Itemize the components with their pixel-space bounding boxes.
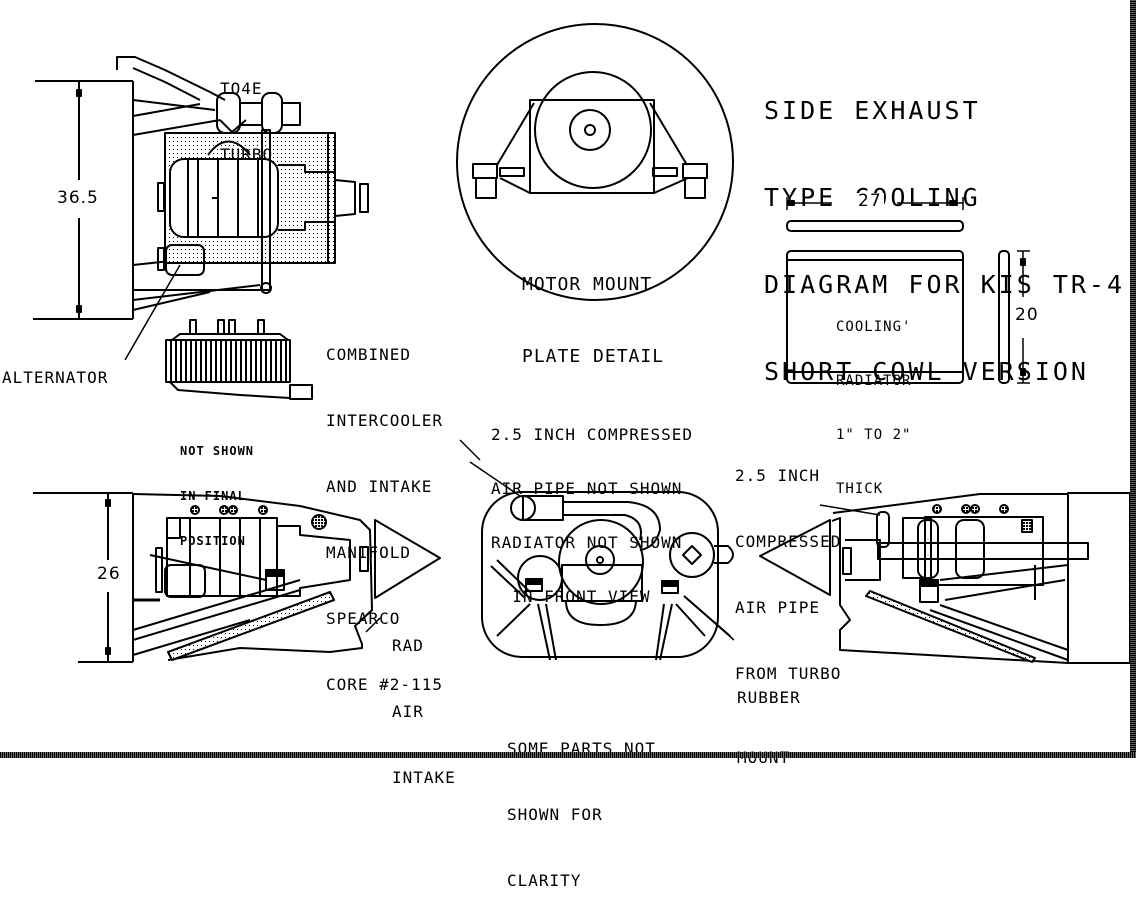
not-shown-line: POSITION: [180, 534, 246, 548]
turbo-label: TO4E TURBO: [220, 34, 273, 188]
turbo-label-line: TO4E: [220, 79, 263, 98]
radiator-label-line: COOLING': [836, 319, 912, 335]
rad-air-intake-label: RAD AIR INTAKE: [392, 591, 456, 811]
alternator-leader: [124, 264, 181, 361]
rad-air-intake-line: INTAKE: [392, 768, 456, 787]
intercooler-label-line: MANIFOLD: [326, 543, 412, 562]
intercooler-label-line: SPEARCO: [326, 609, 401, 628]
air-pipe-turbo-label: 2.5 INCH COMPRESSED AIR PIPE FROM TURBO: [735, 421, 841, 707]
intercooler-core: [165, 319, 313, 400]
radiator-label: COOLING' RADIATOR 1" TO 2" THICK: [836, 282, 911, 516]
radiator-label-line: 1" TO 2": [836, 427, 912, 443]
engine-installation-diagram: [33, 23, 1131, 664]
motor-mount-line: PLATE DETAIL: [522, 346, 665, 367]
not-shown-line: IN FINAL: [180, 489, 246, 503]
rad-air-intake-line: RAD: [392, 636, 424, 655]
top-view-engine: [33, 56, 369, 320]
intercooler-label-line: AND INTAKE: [326, 477, 433, 496]
dimension-26: 26: [95, 564, 123, 584]
not-shown-note: NOT SHOWN IN FINAL POSITION: [180, 414, 254, 564]
side-view-left: [33, 492, 441, 663]
title-line: DIAGRAM FOR KIS TR-4: [764, 270, 1126, 299]
motor-mount-label: MOTOR MOUNT PLATE DETAIL: [522, 225, 664, 393]
clarity-note: SOME PARTS NOT SHOWN FOR CLARITY: [507, 694, 656, 914]
intercooler-label-line: COMBINED: [326, 345, 412, 364]
air-pipe-turbo-line: 2.5 INCH: [735, 466, 821, 485]
motor-mount-line: MOTOR MOUNT: [522, 274, 653, 295]
not-shown-line: NOT SHOWN: [180, 444, 255, 458]
air-pipe-turbo-line: COMPRESSED: [735, 532, 842, 551]
clarity-note-line: SHOWN FOR: [507, 805, 603, 824]
air-pipe-note: 2.5 INCH COMPRESSED AIR PIPE NOT SHOWN R…: [491, 390, 693, 624]
title-line: SIDE EXHAUST: [764, 96, 981, 125]
dimension-27: 27: [856, 191, 884, 211]
intercooler-label: COMBINED INTERCOOLER AND INTAKE MANIFOLD…: [326, 300, 443, 718]
motor-mount-plate-detail: [456, 23, 734, 301]
radiator-label-line: THICK: [836, 481, 884, 497]
bottom-edge-border: [0, 752, 1136, 758]
rubber-mount-label: RUBBER MOUNT: [737, 648, 801, 788]
title-line: SHORT COWL VERSION: [764, 357, 1089, 386]
air-pipe-turbo-line: AIR PIPE: [735, 598, 821, 617]
rubber-mount-line: RUBBER: [737, 688, 801, 707]
intercooler-label-line: CORE #2-115: [326, 675, 443, 694]
air-pipe-note-line: IN FRONT VIEW: [491, 587, 651, 606]
rubber-mount-line: MOUNT: [737, 748, 801, 768]
rad-air-intake-line: AIR: [392, 702, 424, 721]
air-pipe-note-line: 2.5 INCH COMPRESSED: [491, 425, 694, 444]
right-edge-border: [1130, 0, 1136, 758]
title-line: TYPE COOLING: [764, 183, 981, 212]
alternator-label: ALTERNATOR: [2, 368, 109, 387]
side-view-right: [759, 492, 1131, 664]
intercooler-label-line: INTERCOOLER: [326, 411, 443, 430]
air-pipe-turbo-line: FROM TURBO: [735, 664, 842, 683]
dimension-36-5: 36.5: [55, 188, 101, 208]
dimension-20: 20: [1013, 305, 1041, 325]
diagram-title: SIDE EXHAUST TYPE COOLING DIAGRAM FOR KI…: [764, 38, 1125, 415]
turbo-label-line: TURBO: [220, 145, 274, 164]
cooling-radiator: [786, 197, 1030, 384]
clarity-note-line: CLARITY: [507, 871, 582, 890]
front-view: [469, 461, 735, 661]
air-pipe-note-line: AIR PIPE NOT SHOWN: [491, 479, 683, 498]
radiator-label-line: RADIATOR: [836, 373, 912, 389]
air-pipe-note-line: RADIATOR NOT SHOWN: [491, 533, 683, 552]
